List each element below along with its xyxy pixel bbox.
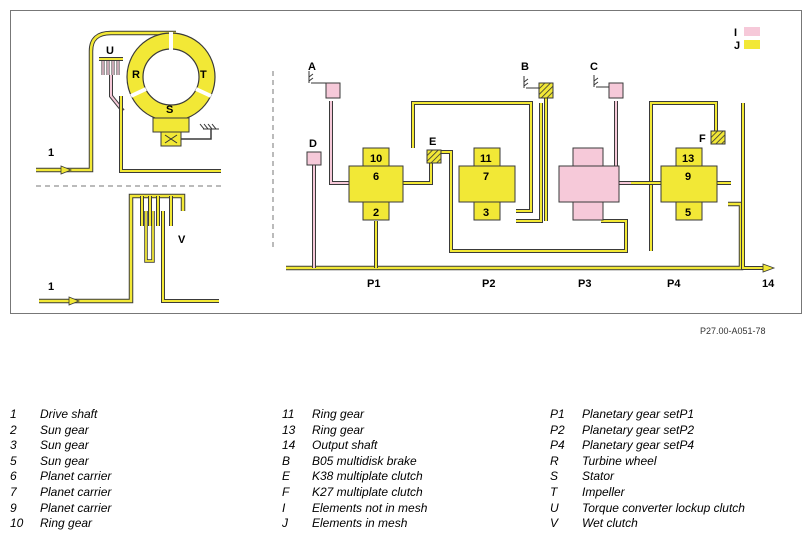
label-9: 9 xyxy=(685,171,691,183)
label-r: R xyxy=(132,69,140,81)
wet-clutch: 1 V xyxy=(39,193,219,306)
key-swatch-in-mesh xyxy=(744,40,760,49)
transmission-diagram: U R T S 1 1 V xyxy=(36,27,776,306)
label-b: B xyxy=(521,61,529,73)
figure-reference: P27.00-A051-78 xyxy=(700,326,766,336)
key-label-i: I xyxy=(734,27,737,39)
torque-converter: U R T S 1 xyxy=(36,30,221,175)
key-label-j: J xyxy=(734,40,740,52)
mesh-key: I J xyxy=(734,27,760,52)
key-swatch-not-in-mesh xyxy=(744,27,760,36)
input-arrow-bottom xyxy=(68,296,81,306)
brake-b xyxy=(523,76,554,99)
input-arrow-top xyxy=(60,165,73,175)
gear-train: 10 6 2 11 7 3 13 9 5 A B C D xyxy=(286,61,776,290)
label-c: C xyxy=(590,61,598,73)
label-input-top: 1 xyxy=(48,147,54,159)
label-a: A xyxy=(308,61,316,73)
clutch-f xyxy=(710,130,726,145)
label-13: 13 xyxy=(682,153,694,165)
clutch-d xyxy=(306,151,322,166)
label-p4: P4 xyxy=(667,278,681,290)
label-v: V xyxy=(178,234,186,246)
label-5: 5 xyxy=(685,207,691,219)
label-3: 3 xyxy=(483,207,489,219)
label-u: U xyxy=(106,45,114,57)
brake-c xyxy=(593,75,624,99)
label-f: F xyxy=(699,133,706,145)
label-6: 6 xyxy=(373,171,379,183)
label-p1: P1 xyxy=(367,278,380,290)
label-10: 10 xyxy=(370,153,382,165)
diagram-frame: U R T S 1 1 V xyxy=(10,10,802,314)
label-p3: P3 xyxy=(578,278,591,290)
label-input-bottom: 1 xyxy=(48,281,54,293)
label-s: S xyxy=(166,104,173,116)
label-output: 14 xyxy=(762,278,775,290)
clutch-e xyxy=(426,149,442,164)
label-t: T xyxy=(200,69,207,81)
label-11: 11 xyxy=(480,153,492,165)
brake-a xyxy=(308,71,341,99)
label-d: D xyxy=(309,138,317,150)
label-2: 2 xyxy=(373,207,379,219)
output-arrow xyxy=(762,263,776,273)
label-p2: P2 xyxy=(482,278,495,290)
label-e: E xyxy=(429,136,436,148)
label-7: 7 xyxy=(483,171,489,183)
